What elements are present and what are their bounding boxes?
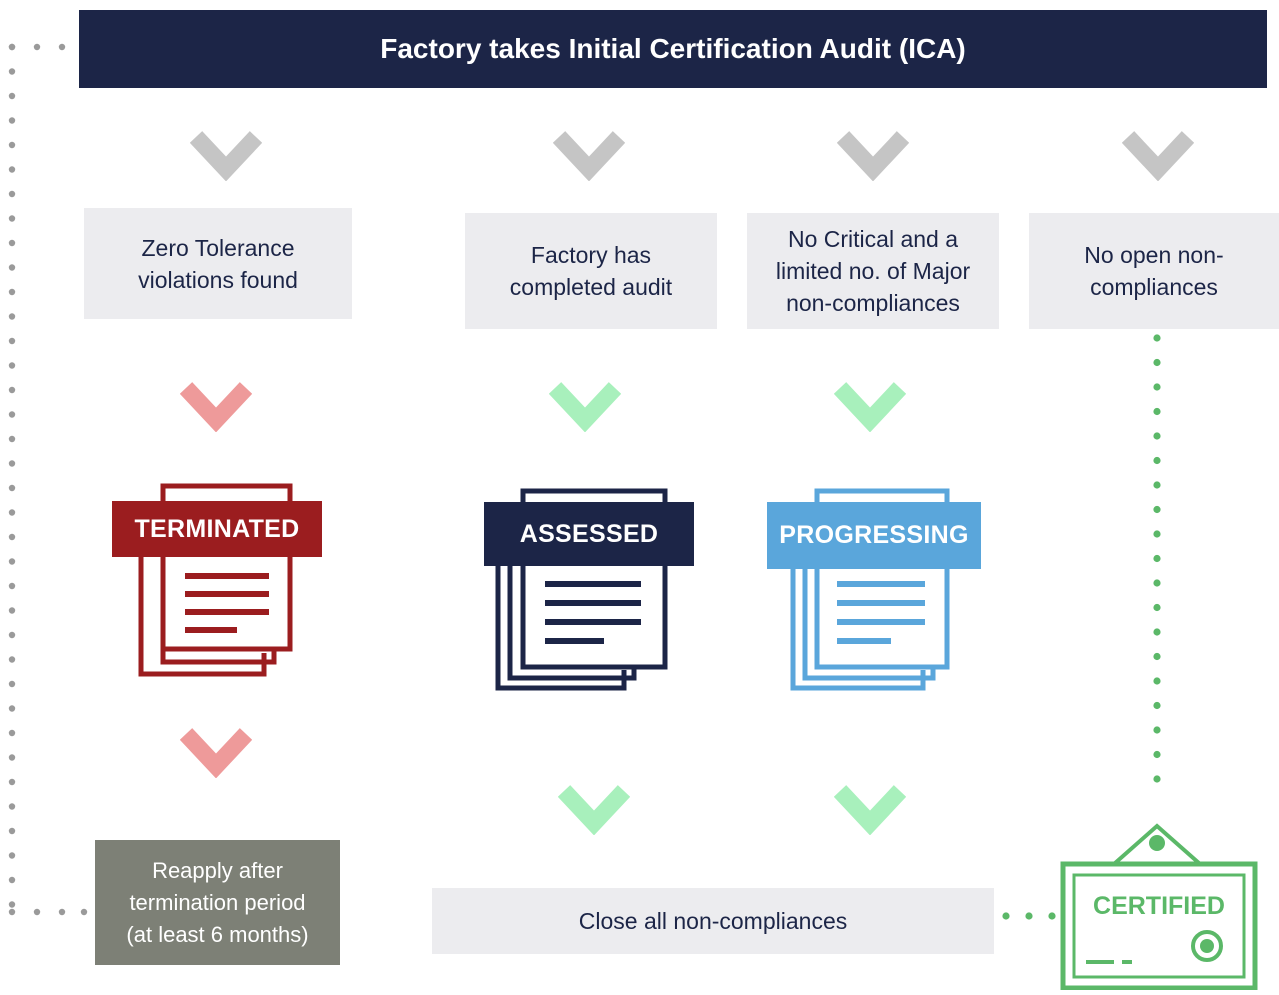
outcome-close-non-compliances: Close all non-compliances	[432, 888, 994, 954]
chevron-down-icon	[834, 785, 906, 835]
condition-completed-audit: Factory has completed audit	[465, 213, 717, 329]
status-terminated-label: TERMINATED	[134, 514, 300, 543]
chevron-down-icon	[190, 131, 262, 181]
chevron-down-icon	[558, 785, 630, 835]
outcome-reapply-label: Reapply after termination period (at lea…	[126, 857, 309, 947]
header-title: Factory takes Initial Certification Audi…	[380, 33, 966, 64]
header-ica: Factory takes Initial Certification Audi…	[79, 10, 1267, 88]
condition-zero-tolerance: Zero Tolerance violations found	[84, 208, 352, 319]
chevron-down-icon	[837, 131, 909, 181]
outcome-close-label: Close all non-compliances	[578, 908, 848, 934]
chevron-down-icon	[180, 382, 252, 432]
condition-label: No open non- compliances	[1084, 242, 1224, 300]
condition-label: No Critical and a limited no. of Major n…	[775, 226, 971, 316]
outcome-reapply: Reapply after termination period (at lea…	[95, 840, 340, 965]
condition-no-open: No open non- compliances	[1029, 213, 1279, 329]
condition-label: Zero Tolerance violations found	[138, 234, 298, 293]
status-certified-label: CERTIFIED	[1093, 891, 1225, 920]
chevron-down-icon	[834, 382, 906, 432]
status-assessed-label: ASSESSED	[519, 519, 659, 548]
chevron-down-icon	[1122, 131, 1194, 181]
chevron-down-icon	[553, 131, 625, 181]
chevron-down-icon	[180, 728, 252, 778]
condition-label: Factory has completed audit	[509, 242, 673, 300]
terminated-document-icon	[112, 483, 322, 679]
progressing-document-icon	[767, 488, 981, 692]
chevron-down-icon	[549, 382, 621, 432]
condition-limited-major: No Critical and a limited no. of Major n…	[747, 213, 999, 329]
assessed-document-icon	[484, 488, 694, 692]
certified-certificate-icon	[1060, 822, 1258, 991]
status-progressing-label: PROGRESSING	[779, 521, 969, 549]
